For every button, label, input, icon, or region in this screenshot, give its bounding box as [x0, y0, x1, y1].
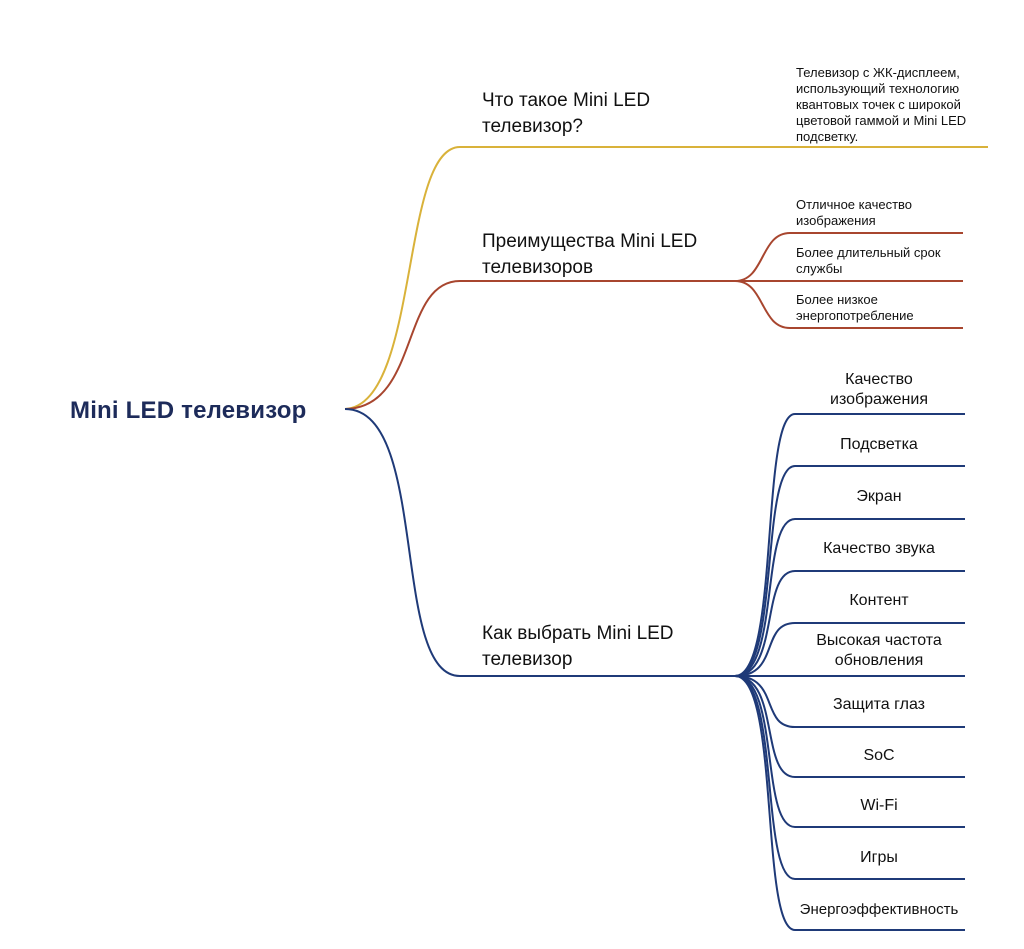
connector-root-what	[344, 146, 988, 410]
branch-title-line: Преимущества Mini LED	[482, 231, 698, 252]
leaf-choose-sound[interactable]: Качество звука	[795, 539, 963, 559]
connector-adv-3	[734, 280, 963, 329]
leaf-line: Контент	[849, 592, 909, 609]
leaf-line: Отличное качество	[796, 197, 913, 212]
root-node[interactable]: Mini LED телевизор	[70, 397, 307, 424]
connector-choose-1	[734, 413, 965, 677]
branch-title-line: Как выбрать Mini LED	[482, 623, 674, 644]
leaf-line: Более длительный срок	[796, 245, 941, 260]
connector-choose-5	[734, 622, 965, 677]
leaf-line: Качество	[845, 371, 913, 388]
leaf-choose-energy-efficiency[interactable]: Энергоэффективность	[790, 900, 968, 920]
connector-choose-10	[734, 675, 965, 880]
leaf-line: Телевизор с ЖК-дисплеем,	[796, 65, 960, 80]
leaf-line: изображения	[830, 391, 928, 408]
leaf-line: цветовой гаммой и Mini LED	[796, 113, 967, 128]
leaf-choose-eye-protection[interactable]: Защита глаз	[795, 695, 963, 715]
leaf-line: квантовых точек с широкой	[796, 97, 961, 112]
leaf-choose-games[interactable]: Игры	[795, 848, 963, 868]
branch-what-is[interactable]: Что такое Mini LED телевизор?	[482, 88, 650, 140]
connector-choose-4	[734, 570, 965, 677]
leaf-line: службы	[796, 261, 843, 276]
leaf-line: SoC	[863, 747, 895, 764]
leaf-line: энергопотребление	[796, 308, 914, 323]
connector-choose-3	[734, 518, 965, 677]
leaf-advantage-lifespan[interactable]: Более длительный срок службы	[796, 245, 941, 277]
leaf-choose-backlight[interactable]: Подсветка	[795, 435, 963, 455]
branch-title-line: телевизор	[482, 649, 573, 670]
leaf-line: подсветку.	[796, 129, 859, 144]
leaf-line: Экран	[856, 488, 902, 505]
branch-how-to-choose[interactable]: Как выбрать Mini LED телевизор	[482, 621, 674, 673]
connector-choose-8	[734, 675, 965, 778]
branch-title-line: Что такое Mini LED	[482, 90, 651, 111]
leaf-definition[interactable]: Телевизор с ЖК-дисплеем, использующий те…	[796, 65, 966, 145]
leaf-line: изображения	[796, 213, 876, 228]
leaf-choose-content[interactable]: Контент	[795, 591, 963, 611]
leaf-choose-wifi[interactable]: Wi-Fi	[795, 796, 963, 816]
leaf-advantage-energy[interactable]: Более низкое энергопотребление	[796, 292, 914, 324]
leaf-choose-picture-quality[interactable]: Качество изображения	[795, 370, 963, 410]
branch-title-line: телевизоров	[482, 257, 594, 278]
connector-adv-1	[734, 232, 963, 282]
leaf-line: Wi-Fi	[860, 797, 898, 814]
leaf-advantage-quality[interactable]: Отличное качество изображения	[796, 197, 912, 229]
connector-root-choose	[344, 408, 735, 677]
connector-root-advantages	[344, 280, 735, 410]
leaf-line: Защита глаз	[832, 696, 926, 713]
leaf-line: Высокая частота	[816, 632, 942, 649]
connector-choose-7	[734, 675, 965, 728]
leaf-line: обновления	[834, 652, 924, 669]
branch-title-line: телевизор?	[482, 116, 583, 137]
connector-choose-9	[734, 675, 965, 828]
leaf-line: Качество звука	[823, 540, 935, 557]
connector-choose-2	[734, 465, 965, 677]
leaf-line: Подсветка	[840, 436, 918, 453]
leaf-line: использующий технологию	[796, 81, 960, 96]
leaf-choose-soc[interactable]: SoC	[795, 746, 963, 766]
leaf-choose-refresh-rate[interactable]: Высокая частота обновления	[795, 631, 963, 671]
connector-choose-11	[734, 675, 965, 931]
branch-advantages[interactable]: Преимущества Mini LED телевизоров	[482, 229, 697, 281]
leaf-line: Более низкое	[796, 292, 878, 307]
leaf-choose-screen[interactable]: Экран	[795, 487, 963, 507]
leaf-line: Энергоэффективность	[799, 901, 959, 918]
leaf-line: Игры	[860, 849, 898, 866]
